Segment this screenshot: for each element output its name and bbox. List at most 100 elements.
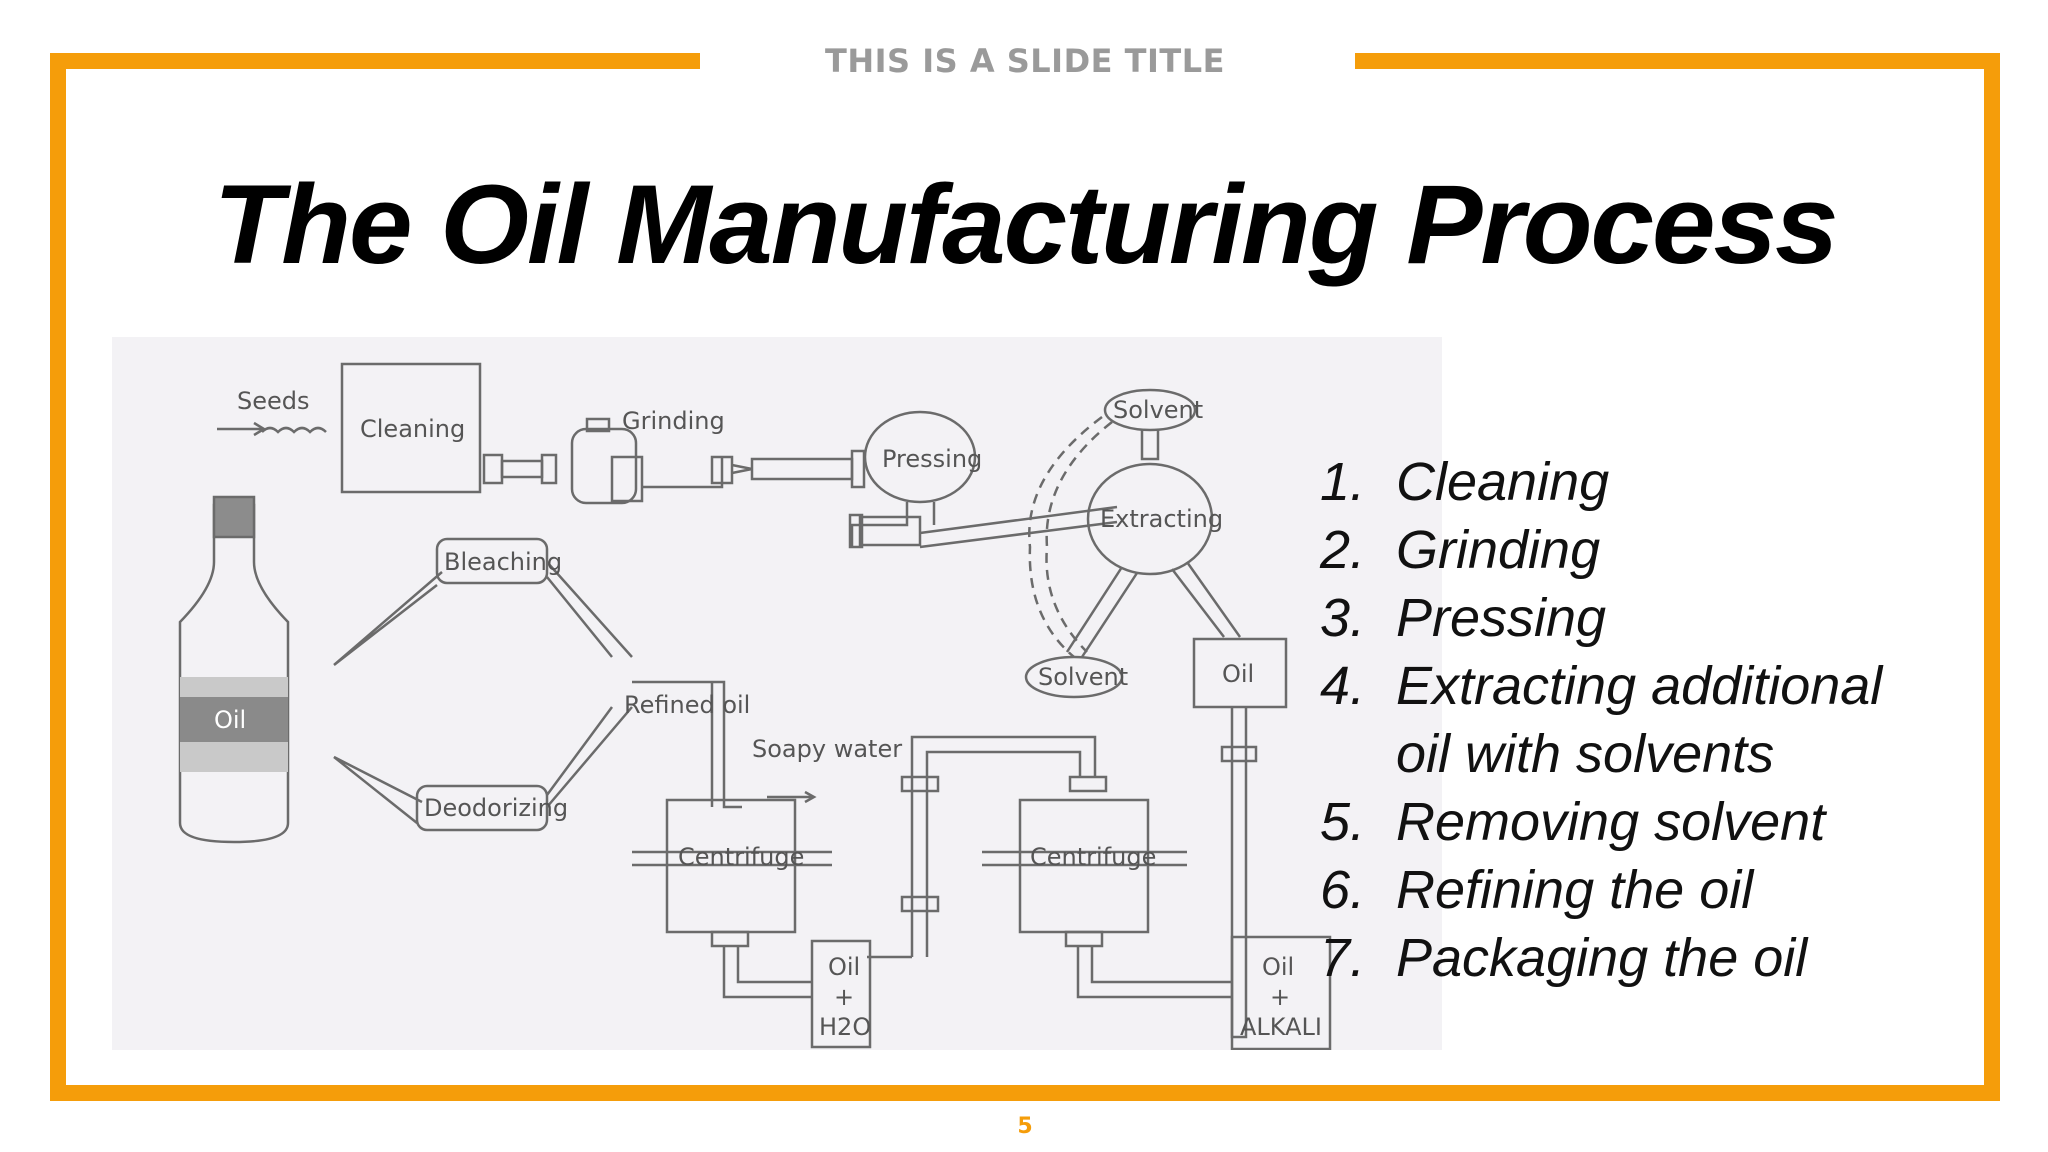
step-item: 7. Packaging the oil bbox=[1320, 924, 1882, 992]
step-text: oil with solvents bbox=[1396, 724, 1775, 784]
press-base-flange bbox=[848, 513, 864, 549]
label-centrifuge-1: Centrifuge bbox=[678, 843, 804, 871]
label-oil-h2o-1: Oil bbox=[828, 953, 860, 981]
step-item: 4. Extracting additional bbox=[1320, 652, 1882, 720]
centrifuge-2-drain-2 bbox=[1090, 946, 1232, 984]
connector-pipe-2 bbox=[925, 750, 1082, 957]
oil-h2o-box bbox=[810, 939, 872, 1049]
diagram-background bbox=[112, 337, 1442, 1050]
oil-tank bbox=[1192, 637, 1288, 709]
bleaching-box bbox=[435, 537, 549, 585]
step-text: Packaging the oil bbox=[1396, 928, 1808, 988]
grinder-body bbox=[570, 427, 638, 505]
step-item: 6. Refining the oil bbox=[1320, 856, 1882, 924]
step-number: 6. bbox=[1320, 860, 1366, 920]
bottle-oil-top bbox=[180, 677, 288, 697]
process-diagram: Seeds Cleaning Grinding Pressing Solvent… bbox=[112, 337, 1442, 1050]
steps-list: 1.Cleaning 2. Grinding 3. Pressing 4. Extra… bbox=[1320, 448, 1882, 992]
label-bleaching: Bleaching bbox=[444, 548, 562, 576]
step-text: Cleaning bbox=[1396, 452, 1610, 512]
solvent-bottom-tank bbox=[1024, 655, 1124, 699]
label-cleaning: Cleaning bbox=[360, 415, 465, 443]
step-item: oil with solvents bbox=[1320, 720, 1882, 788]
label-pressing: Pressing bbox=[882, 445, 982, 473]
frame-right bbox=[1984, 53, 2000, 1101]
step-number: 4. bbox=[1320, 656, 1366, 716]
grinder-motor bbox=[610, 455, 644, 503]
pipe-joint-2 bbox=[540, 453, 558, 485]
step-text: Grinding bbox=[1396, 520, 1601, 580]
step-text: Pressing bbox=[1396, 588, 1607, 648]
step-number: 3. bbox=[1320, 588, 1366, 648]
label-oil-h2o-2: + bbox=[834, 983, 854, 1011]
pipe-to-extractor-2 bbox=[919, 520, 1118, 549]
oil-pipe-joint bbox=[1220, 745, 1258, 763]
solvent-return-line-2 bbox=[1028, 416, 1103, 658]
centrifuge-1-drain-2 bbox=[736, 946, 812, 984]
extractor-leg-left-2 bbox=[1080, 572, 1139, 658]
refined-oil-pipe bbox=[632, 680, 742, 809]
label-refined-oil: Refined oil bbox=[624, 691, 750, 719]
label-solvent-top: Solvent bbox=[1113, 396, 1203, 424]
cleaning-box bbox=[340, 362, 482, 494]
grinder-hopper bbox=[585, 417, 611, 433]
step-text: Refining the oil bbox=[1396, 860, 1754, 920]
label-deodorizing: Deodorizing bbox=[424, 794, 568, 822]
pipe-to-extractor bbox=[919, 505, 1118, 535]
label-seeds: Seeds bbox=[237, 387, 310, 415]
centrifuge-2-drain bbox=[1076, 946, 1232, 999]
frame-bottom bbox=[50, 1085, 2000, 1101]
step-number: 5. bbox=[1320, 792, 1366, 852]
connector-joint-3 bbox=[1068, 775, 1108, 793]
bottle-oil-band bbox=[180, 697, 288, 742]
main-title: The Oil Manufacturing Process bbox=[213, 162, 1838, 287]
centrifuge-1-outlet bbox=[710, 930, 750, 948]
connector-pipe bbox=[910, 735, 1097, 957]
bleaching-funnel bbox=[333, 571, 443, 666]
solvent-top-tank bbox=[1103, 388, 1197, 432]
label-solvent-bottom: Solvent bbox=[1038, 663, 1128, 691]
label-extracting: Extracting bbox=[1100, 505, 1223, 533]
step-number bbox=[1320, 720, 1396, 788]
extractor-leg-right bbox=[1171, 568, 1225, 638]
press-base bbox=[858, 515, 922, 547]
step-text: Extracting additional bbox=[1396, 656, 1883, 716]
step-item: 3. Pressing bbox=[1320, 584, 1882, 652]
frame-top-left bbox=[50, 53, 700, 69]
press-flange bbox=[850, 449, 866, 489]
label-centrifuge-2: Centrifuge bbox=[1030, 843, 1156, 871]
frame-left bbox=[50, 53, 66, 1101]
label-oil-alkali-3: ALKALI bbox=[1240, 1013, 1322, 1041]
refined-oil-links-2 bbox=[545, 576, 614, 796]
extractor-leg-left bbox=[1065, 566, 1124, 653]
step-text: Removing solvent bbox=[1396, 792, 1826, 852]
label-oil-h2o-3: H2O bbox=[819, 1013, 871, 1041]
oil-down-pipe bbox=[1230, 707, 1248, 1039]
page-number: 5 bbox=[1017, 1114, 1033, 1139]
step-number: 7. bbox=[1320, 928, 1366, 988]
bottle-cap bbox=[212, 495, 256, 539]
press-outlet bbox=[850, 502, 909, 547]
frame-top-right bbox=[1355, 53, 2000, 69]
label-oil-alkali-1: Oil bbox=[1262, 953, 1294, 981]
step-number: 2. bbox=[1320, 520, 1366, 580]
soapy-water-arrowhead bbox=[804, 790, 817, 804]
solvent-return-line-1 bbox=[1045, 421, 1113, 653]
seeds-icon bbox=[261, 426, 327, 434]
bottle-oil-bottom bbox=[180, 742, 288, 772]
connector-joint-1 bbox=[900, 775, 940, 793]
deodorizing-box bbox=[415, 784, 549, 832]
label-grinding: Grinding bbox=[622, 407, 725, 435]
label-bottle-oil: Oil bbox=[214, 706, 246, 734]
label-oil-tank: Oil bbox=[1222, 660, 1254, 688]
step-item: 1.Cleaning bbox=[1320, 448, 1882, 516]
centrifuge-2-outlet bbox=[1064, 930, 1104, 948]
centrifuge-1-drain bbox=[722, 946, 812, 999]
bottle-outline bbox=[178, 503, 290, 844]
connector-joint-2 bbox=[900, 895, 940, 913]
solvent-top-pipe bbox=[1140, 430, 1160, 461]
label-oil-alkali-2: + bbox=[1270, 983, 1290, 1011]
pipe-2 bbox=[642, 457, 724, 489]
extracting-tank bbox=[1086, 462, 1214, 576]
deodorizing-funnel bbox=[333, 755, 423, 824]
